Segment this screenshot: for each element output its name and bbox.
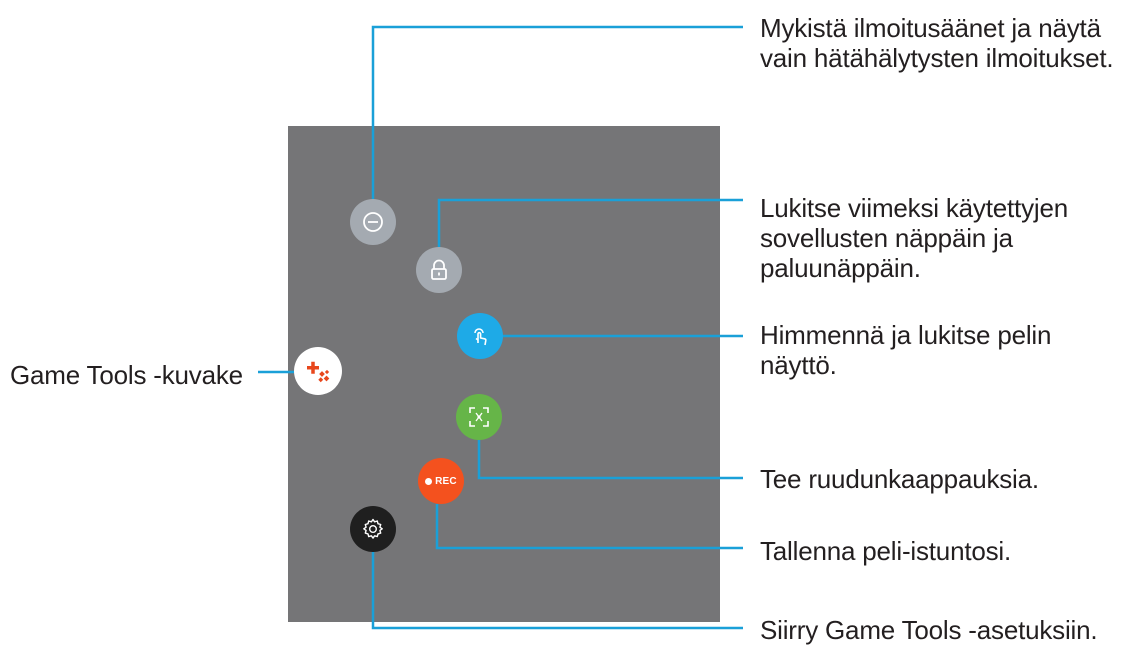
- record-dot: [425, 477, 433, 485]
- callout-game-tools-text: Game Tools -kuvake: [10, 360, 243, 390]
- callout-record-text: Tallenna peli-istuntosi.: [760, 536, 1012, 566]
- callout-line-settings: [371, 552, 743, 630]
- screenshot-button[interactable]: [456, 394, 502, 440]
- callout-mute-line-1: Mykistä ilmoitusäänet ja näytä: [760, 13, 1101, 43]
- lock-icon: [431, 259, 447, 280]
- callout-line-mute: [371, 25, 743, 199]
- callout-lock-line-1: Lukitse viimeksi käytettyjen: [760, 193, 1068, 223]
- settings-button[interactable]: [350, 506, 396, 552]
- minus-circle-icon: [363, 212, 383, 232]
- callout-dim-line-2: näyttö.: [760, 350, 837, 380]
- callout-lock-line-3: paluunäppäin.: [760, 253, 921, 283]
- callout-dim-line-1: Himmennä ja lukitse pelin: [760, 320, 1052, 350]
- record-icon: REC: [425, 476, 457, 487]
- capture-frame-icon: [469, 407, 489, 427]
- callout-lock-text: Lukitse viimeksi käytettyjen sovellusten…: [760, 193, 1068, 283]
- gear-icon: [363, 518, 383, 539]
- callout-lock-line-2: sovellusten näppäin ja: [760, 223, 1013, 253]
- callout-mute-line-2: vain hätähälytysten ilmoitukset.: [760, 43, 1114, 73]
- callout-dim-text: Himmennä ja lukitse pelin näyttö.: [760, 320, 1051, 380]
- callout-line-record: [435, 504, 743, 550]
- record-label: REC: [435, 475, 457, 487]
- lock-keys-button[interactable]: [416, 247, 462, 293]
- callout-line-lock: [437, 198, 743, 247]
- touch-lock-button[interactable]: [457, 313, 503, 359]
- do-not-disturb-button[interactable]: [350, 199, 396, 245]
- callout-screenshot-text: Tee ruudunkaappauksia.: [760, 464, 1039, 494]
- callout-settings-text: Siirry Game Tools -asetuksiin.: [760, 615, 1098, 645]
- record-button[interactable]: REC: [418, 458, 464, 504]
- game-tools-icon-button[interactable]: [294, 347, 342, 395]
- callout-mute-text: Mykistä ilmoitusäänet ja näytä vain hätä…: [760, 13, 1114, 73]
- callout-line-screenshot: [477, 440, 743, 480]
- touch-lock-icon: [474, 328, 487, 346]
- game-tools-icon: [307, 361, 330, 383]
